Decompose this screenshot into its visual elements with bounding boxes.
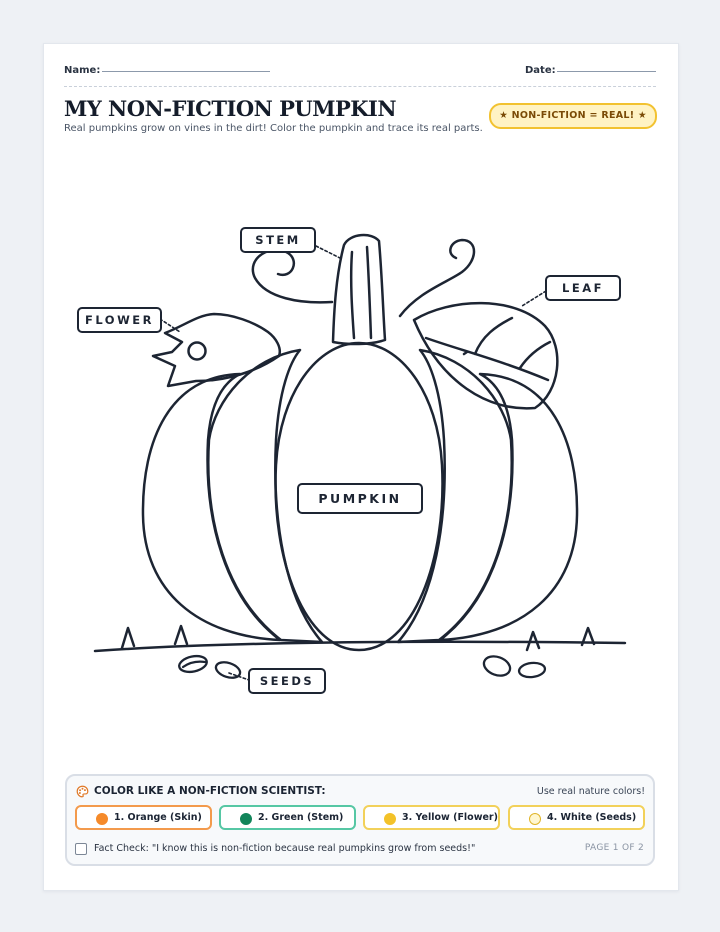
ground-line	[93, 640, 627, 653]
vine-left-curl	[251, 248, 334, 304]
header-divider	[64, 86, 656, 87]
color-chip-green[interactable]: 2. Green (Stem)	[219, 805, 356, 830]
fact-check-checkbox[interactable]	[75, 843, 87, 855]
leaf-veins	[424, 316, 552, 382]
legend-title: COLOR LIKE A NON-FICTION SCIENTIST:	[94, 785, 326, 797]
color-chip-orange[interactable]: 1. Orange (Skin)	[75, 805, 212, 830]
label-pumpkin: PUMPKIN	[297, 483, 423, 514]
label-seeds: SEEDS	[248, 668, 326, 694]
non-fiction-badge: ★ NON-FICTION = REAL! ★	[489, 103, 657, 129]
grass-tuft	[120, 624, 596, 652]
date-label: Date:	[525, 65, 556, 76]
date-line[interactable]	[557, 71, 656, 72]
label-stem: STEM	[240, 227, 316, 253]
page-subtitle: Real pumpkins grow on vines in the dirt!…	[64, 123, 483, 134]
page-title: MY NON-FICTION PUMPKIN	[64, 96, 397, 121]
palette-icon	[76, 785, 89, 798]
label-leaders	[159, 245, 547, 681]
pumpkin-center-segment	[274, 341, 444, 652]
orange-dot	[96, 812, 108, 825]
flower-outline	[151, 312, 281, 388]
yellow-dot	[384, 812, 396, 825]
stem-ridges	[349, 245, 373, 340]
label-leaf: LEAF	[545, 275, 621, 301]
name-label: Name:	[64, 65, 101, 76]
leaf-outline	[412, 301, 559, 410]
label-flower: FLOWER	[77, 307, 162, 333]
seeds-group	[178, 654, 547, 679]
page-number: PAGE 1 OF 2	[584, 843, 644, 853]
flower-center	[187, 341, 207, 361]
pumpkin-rib-right-outer	[438, 372, 579, 642]
pumpkin-rib-left-inner	[207, 348, 324, 644]
color-chip-white[interactable]: 4. White (Seeds)	[508, 805, 645, 830]
name-date-row: Name: Date:	[64, 65, 656, 79]
white-dot	[529, 812, 541, 825]
fact-check-text: Fact Check: "I know this is non-fiction …	[94, 843, 476, 854]
pumpkin-stem	[331, 233, 387, 346]
green-dot	[240, 812, 252, 825]
color-chip-yellow[interactable]: 3. Yellow (Flower)	[363, 805, 500, 830]
name-line[interactable]	[102, 71, 270, 72]
legend-note: Use real nature colors!	[536, 786, 645, 797]
vine-right-curl	[398, 238, 476, 318]
